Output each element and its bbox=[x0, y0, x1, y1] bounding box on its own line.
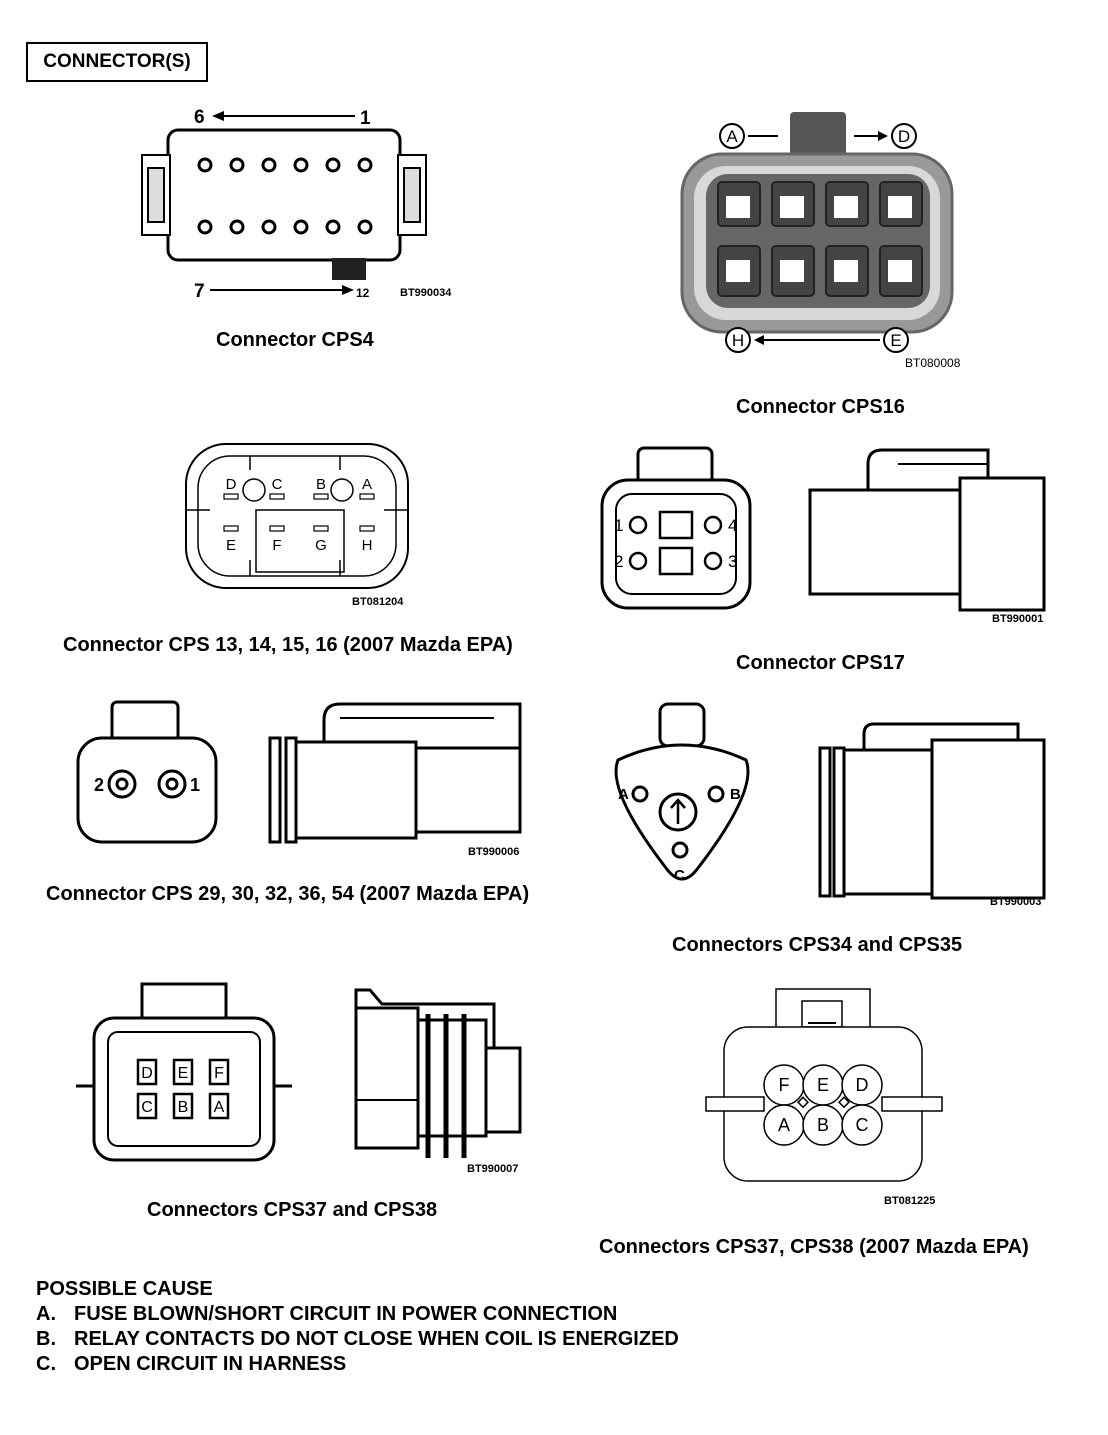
connector-cps4-diagram: 6 1 7 12 bbox=[141, 107, 427, 302]
cause-text: RELAY CONTACTS DO NOT CLOSE WHEN COIL IS… bbox=[74, 1328, 679, 1350]
figure-code: BT990007 bbox=[467, 1163, 519, 1175]
pin-label: E bbox=[890, 331, 901, 350]
pin-label: H bbox=[732, 331, 744, 350]
connector-cps37-diagram: D E F C B A bbox=[76, 982, 522, 1162]
cause-text: OPEN CIRCUIT IN HARNESS bbox=[74, 1353, 347, 1375]
pin-label: D bbox=[226, 476, 237, 493]
pin-label: G bbox=[315, 537, 327, 554]
connector-cps34-diagram: A B C bbox=[614, 702, 1046, 900]
connector-caption: Connectors CPS34 and CPS35 bbox=[672, 934, 963, 956]
figure-code: BT990001 bbox=[992, 613, 1044, 625]
pin-label: 6 bbox=[194, 107, 205, 128]
pin-label: C bbox=[674, 867, 685, 884]
pin-label: C bbox=[141, 1099, 153, 1116]
pin-label: 4 bbox=[728, 516, 737, 535]
figure-code: BT990006 bbox=[468, 846, 520, 858]
connector-caption: Connector CPS17 bbox=[736, 652, 905, 674]
connector-caption: Connectors CPS37 and CPS38 bbox=[147, 1199, 438, 1221]
cause-letter: C. bbox=[36, 1353, 56, 1375]
connector-cps17-diagram: 1 4 2 3 bbox=[600, 446, 1046, 612]
pin-label: 7 bbox=[194, 281, 205, 302]
cause-item: B. RELAY CONTACTS DO NOT CLOSE WHEN COIL … bbox=[36, 1328, 679, 1351]
figure-code: BT990034 bbox=[400, 287, 452, 299]
figure-code: BT081225 bbox=[884, 1195, 936, 1207]
connector-caption: Connector CPS 29, 30, 32, 36, 54 (2007 M… bbox=[46, 883, 530, 905]
pin-label: C bbox=[856, 1115, 869, 1135]
cause-text: FUSE BLOWN/SHORT CIRCUIT IN POWER CONNEC… bbox=[74, 1303, 618, 1325]
pin-label: A bbox=[778, 1115, 790, 1135]
figure-code: BT080008 bbox=[905, 356, 961, 370]
pin-label: B bbox=[817, 1115, 829, 1135]
connector-caption: Connector CPS16 bbox=[736, 396, 905, 418]
pin-label: B bbox=[178, 1099, 189, 1116]
pin-label: A bbox=[214, 1099, 225, 1116]
pin-label: 1 bbox=[190, 775, 200, 795]
connector-caption: Connector CPS4 bbox=[216, 329, 374, 351]
pin-label: E bbox=[817, 1075, 829, 1095]
figure-code: BT081204 bbox=[352, 596, 404, 608]
pin-label: C bbox=[272, 476, 283, 493]
connector-caption: Connectors CPS37, CPS38 (2007 Mazda EPA) bbox=[599, 1236, 1029, 1258]
pin-label: 12 bbox=[356, 286, 370, 300]
pin-label: F bbox=[272, 537, 281, 554]
pin-label: 1 bbox=[360, 108, 371, 129]
pin-label: A bbox=[618, 786, 629, 803]
cause-item: C. OPEN CIRCUIT IN HARNESS bbox=[36, 1353, 346, 1376]
figure-code: BT990003 bbox=[990, 896, 1042, 908]
cause-letter: B. bbox=[36, 1328, 56, 1350]
section-header: CONNECTOR(S) bbox=[26, 42, 208, 82]
connector-cps13-diagram: D C B A E F G H bbox=[185, 443, 409, 589]
pin-label: F bbox=[779, 1075, 790, 1095]
connector-cps16-diagram: A D H E bbox=[680, 112, 954, 353]
possible-cause-title: POSSIBLE CAUSE bbox=[36, 1278, 213, 1300]
pin-label: 1 bbox=[614, 516, 623, 535]
cause-item: A. FUSE BLOWN/SHORT CIRCUIT IN POWER CONN… bbox=[36, 1303, 617, 1326]
connector-cps29-diagram: 2 1 bbox=[76, 700, 522, 844]
pin-label: 2 bbox=[614, 552, 623, 571]
pin-label: A bbox=[362, 476, 372, 493]
pin-label: D bbox=[856, 1075, 869, 1095]
pin-label: H bbox=[362, 537, 373, 554]
pin-label: B bbox=[730, 786, 741, 803]
pin-label: B bbox=[316, 476, 326, 493]
pin-label: A bbox=[726, 127, 738, 146]
pin-label: 3 bbox=[728, 552, 737, 571]
connector-cps37-mazda-diagram: F E D A B C bbox=[705, 988, 943, 1182]
cause-letter: A. bbox=[36, 1303, 56, 1325]
pin-label: D bbox=[898, 127, 910, 146]
pin-label: D bbox=[141, 1065, 153, 1082]
pin-label: E bbox=[226, 537, 236, 554]
pin-label: F bbox=[214, 1065, 224, 1082]
connector-caption: Connector CPS 13, 14, 15, 16 (2007 Mazda… bbox=[63, 634, 513, 656]
pin-label: E bbox=[178, 1065, 189, 1082]
pin-label: 2 bbox=[94, 775, 104, 795]
